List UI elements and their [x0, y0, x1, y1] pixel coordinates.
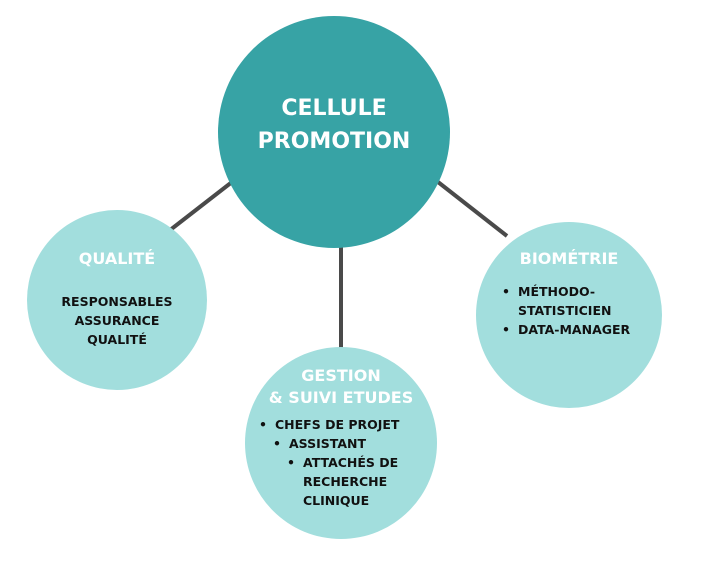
- gestion-node: GESTION & SUIVI ETUDES CHEFS DE PROJET A…: [245, 347, 437, 539]
- gestion-item: ASSISTANT: [273, 434, 437, 453]
- biometrie-item: MÉTHODO-STATISTICIEN: [502, 282, 662, 320]
- gestion-title-2: & SUIVI ETUDES: [268, 388, 414, 407]
- qualite-line: QUALITÉ: [87, 332, 147, 347]
- connector-qualite: [163, 180, 234, 236]
- qualite-line: RESPONSABLES: [61, 294, 173, 309]
- center-node: CELLULE PROMOTION: [218, 16, 450, 248]
- qualite-node: QUALITÉ RESPONSABLES ASSURANCE QUALITÉ: [27, 210, 207, 390]
- connector-biometrie: [436, 180, 509, 238]
- biometrie-item: DATA-MANAGER: [502, 320, 662, 339]
- gestion-item: CHEFS DE PROJET: [259, 415, 437, 434]
- biometrie-node: BIOMÉTRIE MÉTHODO-STATISTICIEN DATA-MANA…: [476, 222, 662, 408]
- gestion-title-1: GESTION: [301, 366, 381, 385]
- qualite-title: QUALITÉ: [78, 249, 156, 268]
- biometrie-title: BIOMÉTRIE: [519, 249, 619, 268]
- qualite-line: ASSURANCE: [74, 313, 160, 328]
- center-title-1: CELLULE: [281, 96, 387, 121]
- center-title-2: PROMOTION: [257, 129, 411, 154]
